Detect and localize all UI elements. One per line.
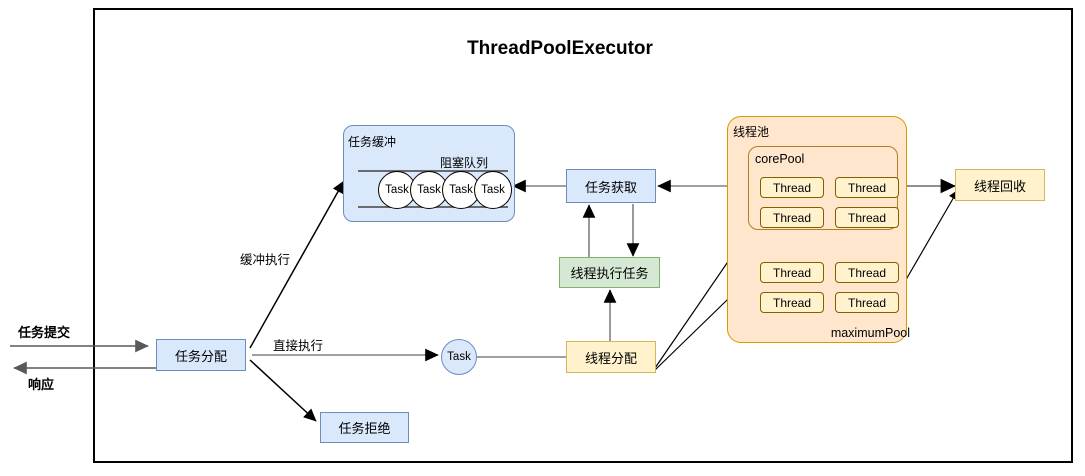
edge-max-thread-to-recycle xyxy=(899,189,959,291)
queue-task-3: Task xyxy=(442,171,480,209)
queue-task-4: Task xyxy=(474,171,512,209)
max-thread-1: Thread xyxy=(760,262,824,283)
core-thread-3: Thread xyxy=(760,207,824,228)
maximum-pool-title: maximumPool xyxy=(830,326,910,340)
max-thread-4: Thread xyxy=(835,292,899,313)
task-fetch-box[interactable]: 任务获取 xyxy=(566,169,656,203)
diagram-title: ThreadPoolExecutor xyxy=(467,38,653,59)
core-thread-1: Thread xyxy=(760,177,824,198)
blocking-queue-title: 阻塞队列 xyxy=(440,155,489,170)
core-thread-2: Thread xyxy=(835,177,899,198)
label-task-submit: 任务提交 xyxy=(18,325,71,340)
thread-recycle-box[interactable]: 线程回收 xyxy=(955,169,1045,201)
label-buffered-exec: 缓冲执行 xyxy=(240,253,291,267)
task-dispatch-box[interactable]: 任务分配 xyxy=(156,339,246,371)
label-direct-exec: 直接执行 xyxy=(273,339,324,353)
core-thread-4: Thread xyxy=(835,207,899,228)
task-node-circle: Task xyxy=(441,339,477,375)
threadpoolexecutor-frame xyxy=(93,8,1073,463)
label-response: 响应 xyxy=(28,377,55,392)
edge-reject xyxy=(249,359,317,422)
core-pool-title: corePool xyxy=(755,152,805,166)
max-thread-2: Thread xyxy=(835,262,899,283)
edge-buffered-exec xyxy=(249,180,345,349)
thread-execute-task-box[interactable]: 线程执行任务 xyxy=(559,257,660,288)
thread-pool-title: 线程池 xyxy=(733,124,770,139)
task-buffer-title: 任务缓冲 xyxy=(348,134,397,149)
max-thread-3: Thread xyxy=(760,292,824,313)
thread-dispatch-box[interactable]: 线程分配 xyxy=(566,341,656,373)
task-reject-box[interactable]: 任务拒绝 xyxy=(320,412,409,443)
